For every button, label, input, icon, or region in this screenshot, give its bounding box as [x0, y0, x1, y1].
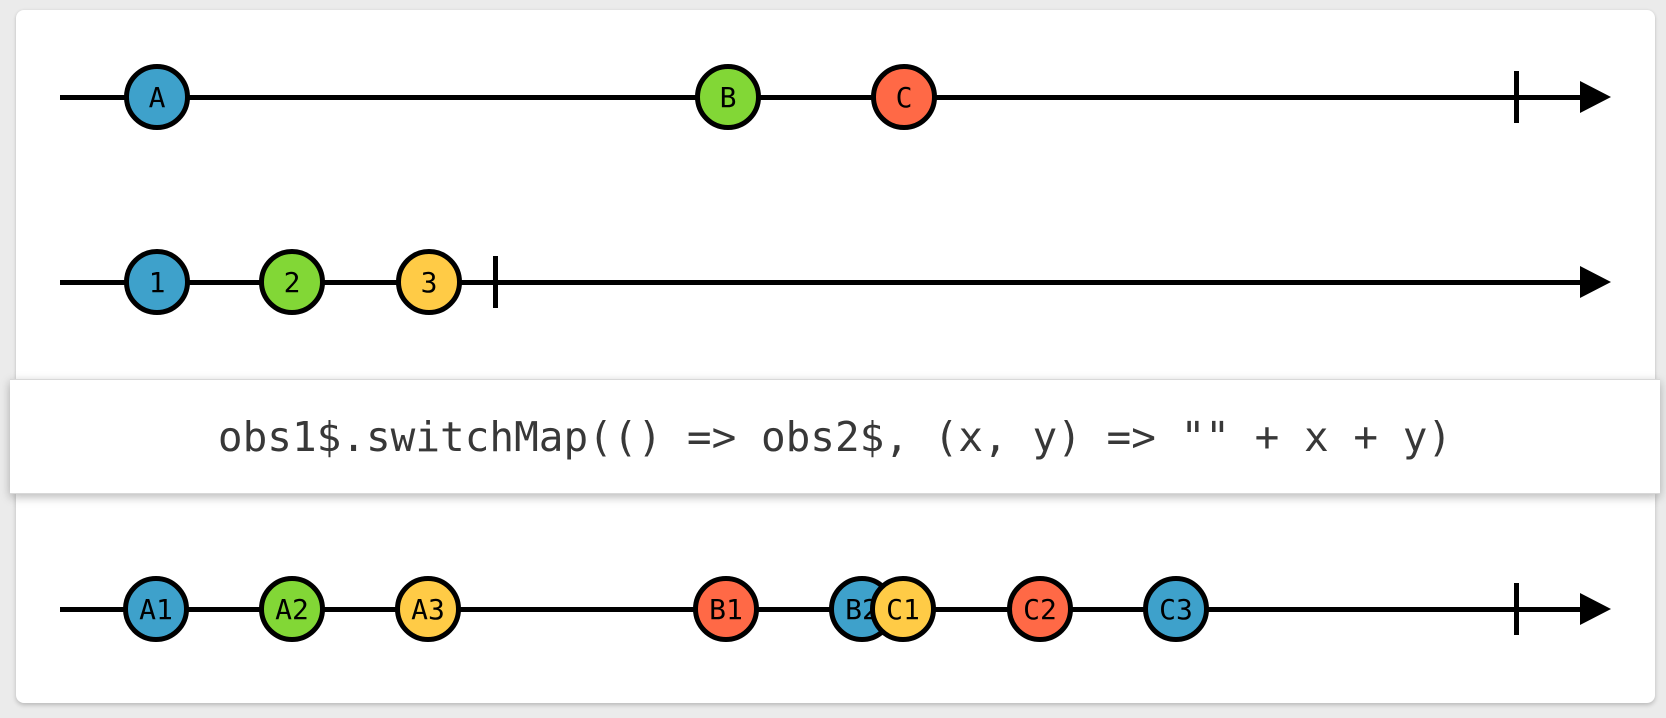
marble-A[interactable]: A	[124, 64, 190, 130]
marble-C1[interactable]: C1	[870, 576, 936, 642]
output-observable-arrowhead-icon	[1580, 593, 1611, 625]
source-observable-arrowhead-icon	[1580, 81, 1611, 113]
output-observable-complete-tick[interactable]	[1514, 583, 1519, 635]
marble-3[interactable]: 3	[396, 249, 462, 315]
inner-observable-complete-tick[interactable]	[493, 256, 498, 308]
marble-A1[interactable]: A1	[123, 576, 189, 642]
marble-1[interactable]: 1	[124, 249, 190, 315]
inner-observable-line	[60, 280, 1601, 285]
inner-observable-arrowhead-icon	[1580, 266, 1611, 298]
marble-C2[interactable]: C2	[1007, 576, 1073, 642]
operator-box: obs1$.switchMap(() => obs2$, (x, y) => "…	[10, 379, 1660, 494]
source-observable-line	[60, 95, 1601, 100]
marble-C[interactable]: C	[871, 64, 937, 130]
marble-A2[interactable]: A2	[259, 576, 325, 642]
marble-B1[interactable]: B1	[693, 576, 759, 642]
marble-2[interactable]: 2	[259, 249, 325, 315]
operator-code: obs1$.switchMap(() => obs2$, (x, y) => "…	[217, 412, 1453, 461]
marble-A3[interactable]: A3	[395, 576, 461, 642]
marble-C3[interactable]: C3	[1143, 576, 1209, 642]
source-observables-card	[16, 10, 1655, 379]
marble-B[interactable]: B	[695, 64, 761, 130]
source-observable-complete-tick[interactable]	[1514, 71, 1519, 123]
